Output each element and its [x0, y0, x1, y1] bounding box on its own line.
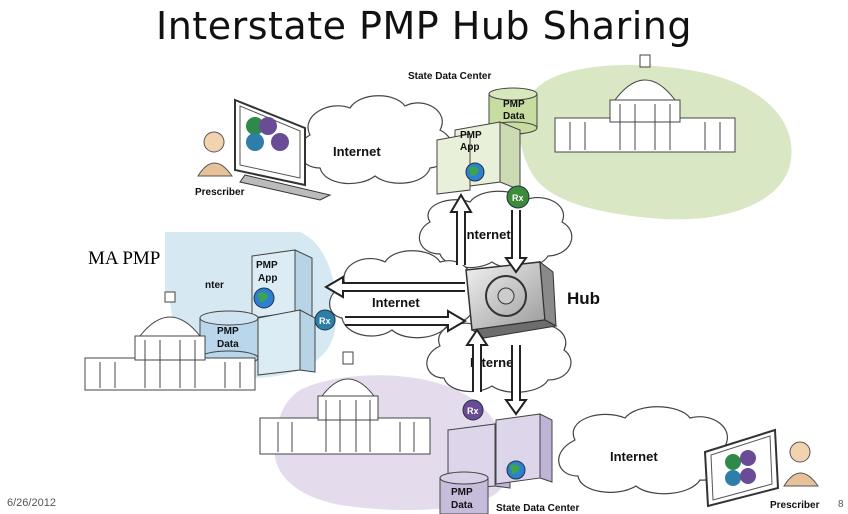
pmp-data-label-bottom-2: Data [451, 500, 473, 511]
pmp-data-label-left-2: Data [217, 339, 239, 350]
server-icon [447, 413, 553, 491]
arrow-icon [324, 193, 528, 416]
cloud-icon [298, 95, 453, 185]
page-number: 8 [838, 499, 844, 510]
computer-monitor-icon [703, 428, 780, 508]
pmp-app-label-left-2: App [258, 273, 277, 284]
svg-text:Rx: Rx [467, 406, 479, 416]
capitol-building-icon [554, 54, 736, 153]
prescriber-label-bottom: Prescriber [770, 500, 820, 511]
rx-cart-icon [725, 450, 756, 486]
database-icon [199, 310, 259, 366]
pmp-app-label-left-1: PMP [256, 260, 278, 271]
ma-pmp-label: MA PMP [88, 248, 161, 269]
state-data-center-label-top: State Data Center [408, 71, 491, 82]
capitol-building-icon [259, 351, 431, 455]
internet-label-upper-right: Internet [463, 227, 511, 242]
pmp-data-label-left-1: PMP [217, 326, 239, 337]
page-title: Interstate PMP Hub Sharing [156, 4, 692, 48]
server-icon [436, 121, 521, 195]
svg-text:Rx: Rx [512, 193, 524, 203]
hub-switch-icon [465, 260, 558, 339]
capitol-building-icon [84, 291, 256, 391]
pmp-data-label-top-1: PMP [503, 99, 525, 110]
rx-cart-icon: Rx [462, 399, 484, 421]
person-icon [783, 441, 819, 487]
pmp-data-label-top-2: Data [503, 111, 525, 122]
pmp-data-label-bottom-1: PMP [451, 487, 473, 498]
state-data-center-label-bottom: State Data Center [496, 503, 579, 514]
pmp-app-label-top-2: App [460, 142, 479, 153]
internet-label-bottom: Internet [610, 449, 658, 464]
prescriber-label-top: Prescriber [195, 187, 245, 198]
internet-label-lower: Internet [470, 355, 518, 370]
svg-text:Rx: Rx [319, 316, 331, 326]
internet-label-middle: Internet [372, 295, 420, 310]
database-icon [439, 471, 489, 514]
rx-cart-icon: Rx [314, 309, 336, 331]
rx-cart-icon: Rx [506, 185, 530, 209]
pmp-app-label-top-1: PMP [460, 130, 482, 141]
person-icon [197, 131, 233, 177]
rx-cart-icon [246, 117, 289, 151]
internet-label-top: Internet [333, 144, 381, 159]
nter-fragment-label: nter [205, 280, 224, 291]
hub-label: Hub [567, 289, 600, 308]
footer-date: 6/26/2012 [7, 497, 56, 509]
